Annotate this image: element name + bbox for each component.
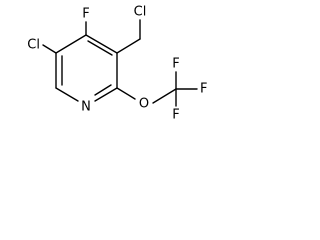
- chemical-structure: Cl F Cl N O F F F: [27, 5, 207, 123]
- atom-label-o-ether: O: [139, 97, 149, 112]
- bond-c2-n-inner: [94, 84, 112, 96]
- bond-c2-o: [116, 87, 136, 100]
- atom-label-f-cf3-top: F: [172, 57, 179, 72]
- bond-o-cf3: [152, 88, 177, 104]
- bond-c4-c3-inner: [87, 40, 113, 56]
- bond-c5-c4: [55, 34, 87, 54]
- pyridine-ring: [55, 34, 118, 102]
- bond-c4-c3: [85, 34, 118, 54]
- atom-label-n-ring: N: [81, 100, 91, 115]
- bond-c3-ch2: [116, 38, 141, 54]
- bond-n-c6: [55, 87, 79, 102]
- bond-c2-n: [94, 87, 118, 102]
- atom-label-cl-methyl: Cl: [134, 5, 147, 20]
- atom-label-f-cf3-right: F: [200, 82, 207, 97]
- atom-label-f-ring: F: [82, 7, 89, 22]
- bond-c5-cl: [42, 44, 57, 54]
- atom-label-cl-ring: Cl: [27, 38, 40, 53]
- atom-label-f-cf3-bottom: F: [172, 108, 179, 123]
